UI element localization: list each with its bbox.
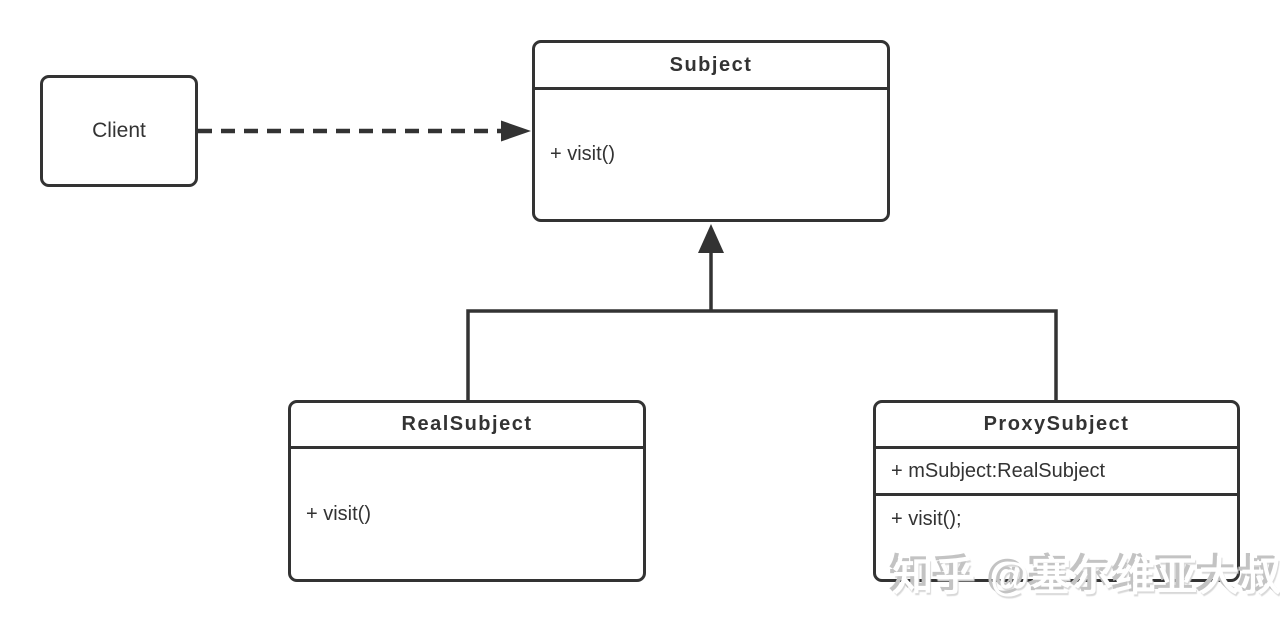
- proxysubject-class-title: ProxySubject: [876, 403, 1237, 449]
- inheritance-connector: [466, 309, 1058, 400]
- subject-class-title: Subject: [535, 43, 887, 90]
- dependency-arrowhead-icon: [501, 120, 531, 142]
- proxysubject-class: ProxySubject + mSubject:RealSubject + vi…: [873, 400, 1240, 582]
- proxysubject-attribute: + mSubject:RealSubject: [891, 459, 1106, 482]
- proxysubject-method: + visit();: [891, 508, 962, 530]
- subject-method: + visit(): [550, 143, 615, 165]
- client-node: Client: [40, 75, 198, 187]
- subject-class: Subject + visit(): [532, 40, 890, 222]
- realsubject-method: + visit(): [306, 502, 371, 525]
- zhihu-watermark: 知乎 @塞尔维亚大叔: [893, 555, 1280, 599]
- realsubject-class: RealSubject + visit(): [288, 400, 646, 582]
- realsubject-class-title: RealSubject: [291, 403, 643, 449]
- client-label: Client: [92, 119, 146, 142]
- inheritance-arrowhead-icon: [698, 224, 724, 253]
